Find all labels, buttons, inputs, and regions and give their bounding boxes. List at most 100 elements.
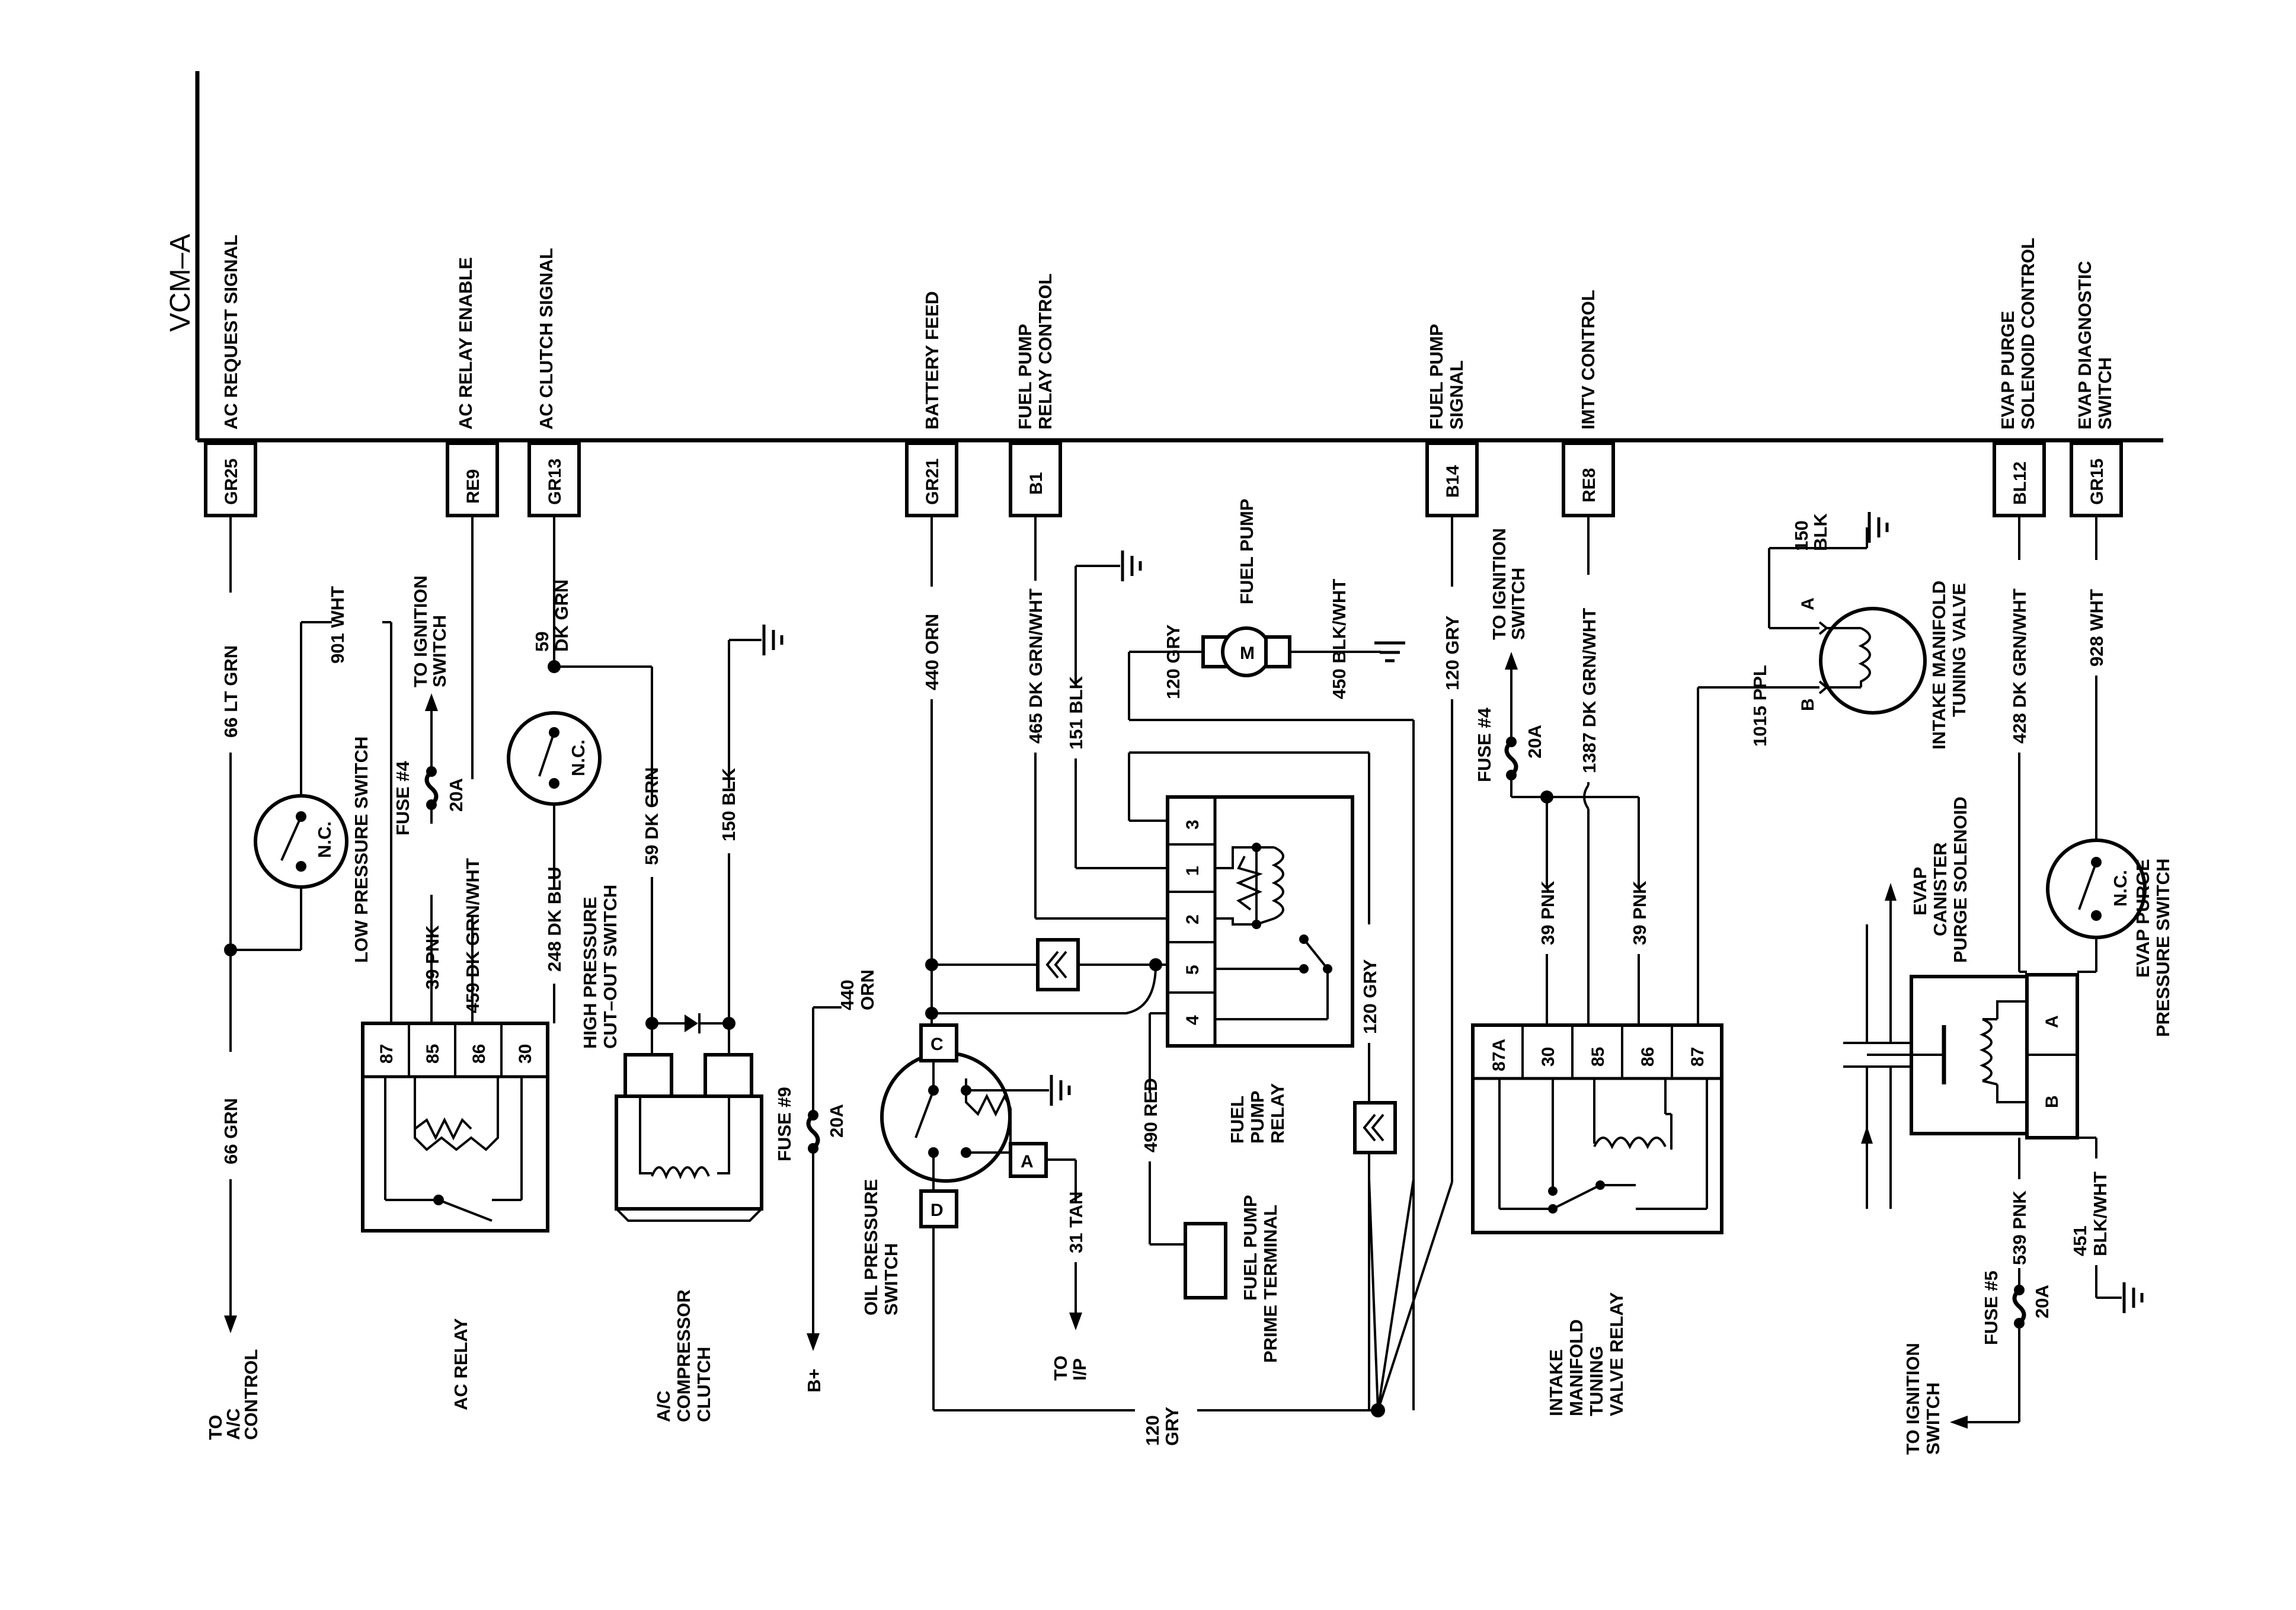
svg-text:87: 87 [1688,1047,1707,1067]
label-fuse4-a: FUSE #4 [392,760,413,836]
signal-fuel-pump-2: SIGNAL [1446,360,1467,430]
wire-31-tan: 31 TAN [1066,1191,1086,1253]
label-fuse4-c: FUSE #4 [1474,707,1495,782]
wire-1387-dk-grn-wht: 1387 DK GRN/WHT [1579,608,1600,773]
svg-text:GR15: GR15 [2087,459,2107,505]
wire-66-grn: 66 GRN [220,1098,241,1164]
label-ign-b-2: SWITCH [1508,568,1528,640]
ac-request-circuit: 66 LT GRN 66 GRN 901 WHT N.C. LOW PRESSU… [205,516,392,1441]
pin-gr21: GR21 BATTERY FEED [905,291,958,517]
label-evap-sol-2: CANISTER [1930,843,1950,936]
wire-59-dk-grn: 59 DK GRN [641,767,662,865]
label-clutch-2: COMPRESSOR [673,1289,694,1422]
wire-440-orn: 440 ORN [922,614,942,690]
label-imtv-valve-2: TUNING VALVE [1949,583,1969,717]
oil-pressure-switch: C D A 31 TAN TO I/P OIL PRESSURE SWITCH … [861,1023,1378,1446]
imtv-valve: 150 BLK A B INTAKE MANIFOLD TUNING VALVE [1768,512,1969,750]
label-fuse4-b: 20A [446,778,466,812]
pin-gr25: GR25 AC REQUEST SIGNAL [204,235,257,517]
fuel-pump-relay-circuit: 465 DK GRN/WHT 151 BLK 120 GRY 490 RED F… [1025,516,1380,1410]
svg-text:86: 86 [469,1044,489,1064]
svg-text:B: B [1798,698,1818,711]
wire-150-a: 150 [1791,520,1812,551]
svg-text:M: M [1240,644,1255,663]
signal-ac-relay-enable: AC RELAY ENABLE [455,257,476,430]
label-fuse9-b: 20A [826,1104,847,1138]
svg-text:BL12: BL12 [2010,462,2030,505]
wire-39-pnk-2: 39 PNK [1537,881,1558,945]
svg-text:3: 3 [1183,820,1203,830]
pin-re9: RE9 AC RELAY ENABLE [446,257,499,517]
battery-feed-circuit: 440 ORN [922,516,1168,1025]
signal-fuel-pump-relay-2: RELAY CONTROL [1035,273,1056,430]
label-ops-1: OIL PRESSURE [861,1179,881,1315]
wire-459-dk-grn-wht: 459 DK GRN/WHT [462,858,483,1013]
signal-evap-purge-1: EVAP PURGE [1997,311,2018,430]
svg-text:30: 30 [1539,1047,1558,1067]
svg-text:C: C [930,1035,944,1054]
wire-450-blk-wht: 450 BLK/WHT [1329,579,1350,699]
signal-battery-feed: BATTERY FEED [922,291,942,430]
svg-text:87A: 87A [1489,1039,1509,1071]
wire-490-red: 490 RED [1140,1078,1161,1153]
svg-text:RE9: RE9 [463,469,483,504]
wire-539-pnk: 539 PNK [2009,1190,2030,1265]
label-prime-2: PRIME TERMINAL [1260,1205,1281,1363]
pin-b1: B1 FUEL PUMP RELAY CONTROL [1009,273,1062,517]
wire-451-b: BLK/WHT [2090,1172,2110,1256]
fuse9-circuit: FUSE #9 20A B+ 440 ORN [774,969,878,1393]
wire-440-b: ORN [857,969,878,1010]
svg-text:A: A [1021,1152,1034,1172]
wire-dk-grn: DK GRN [551,580,572,652]
label-ign-c-2: SWITCH [1923,1382,1943,1455]
svg-text:GR25: GR25 [222,459,241,505]
label-imtv-relay-1: INTAKE [1546,1349,1566,1416]
svg-text:87: 87 [377,1044,396,1064]
svg-text:1: 1 [1183,866,1203,876]
label-to-ac-control-2: A/C [223,1409,244,1440]
svg-text:2: 2 [1183,914,1203,924]
label-fuse5-b: 20A [2032,1285,2052,1318]
svg-text:N.C.: N.C. [2110,870,2131,907]
label-evap-sw-2: PRESSURE SWITCH [2153,859,2173,1037]
label-imtv-relay-3: TUNING [1586,1346,1607,1416]
wire-440-a: 440 [837,980,858,1010]
svg-text:N.C.: N.C. [568,740,589,776]
svg-text:30: 30 [516,1044,535,1064]
wire-120-b: GRY [1162,1407,1182,1446]
label-fuse9-a: FUSE #9 [774,1087,795,1161]
high-pressure-switch: N.C. [507,711,602,806]
label-fpr-1: FUEL [1227,1096,1248,1144]
label-bplus: B+ [804,1369,824,1393]
label-ign-a-1: TO IGNITION [410,575,431,687]
label-clutch-1: A/C [653,1391,674,1422]
wire-66-lt-grn: 66 LT GRN [220,645,241,738]
wire-428-dk-grn-wht: 428 DK GRN/WHT [2009,588,2030,744]
label-ign-a-2: SWITCH [429,615,450,687]
imtv-circuit: 1387 DK GRN/WHT 39 PNK 39 PNK FUSE #4 20… [1474,516,1808,1025]
svg-text:B: B [2042,1095,2062,1108]
wire-59: 59 [532,632,552,652]
label-imtv-relay-4: VALVE RELAY [1606,1292,1627,1416]
svg-text:85: 85 [423,1044,443,1064]
label-evap-sol-3: PURGE SOLENOID [1950,796,1971,963]
evap-purge-circuit: 428 DK GRN/WHT 539 PNK FUSE #5 20A TO IG… [1902,516,2052,1455]
wire-151-blk: 151 BLK [1066,676,1086,750]
label-to-ac-control-1: TO [205,1415,226,1441]
label-prime-1: FUEL PUMP [1240,1195,1261,1301]
svg-text:85: 85 [1588,1047,1608,1067]
signal-imtv-control: IMTV CONTROL [1578,290,1598,430]
pin-gr13: GR13 AC CLUTCH SIGNAL [527,248,581,517]
ac-relay-circuit: 459 DK GRN/WHT 39 PNK FUSE #4 20A TO IGN… [392,516,483,1022]
label-hps-1: HIGH PRESSURE [580,897,600,1049]
svg-text:A: A [2042,1015,2062,1028]
ac-relay: 87 85 86 30 AC RELAY [361,1022,549,1410]
wire-248-dk-blu: 248 DK BLU [544,867,565,972]
label-ops-2: SWITCH [881,1243,901,1315]
label-fuse4-d: 20A [1524,725,1545,758]
svg-text:N.C.: N.C. [314,821,335,858]
label-ign-c-1: TO IGNITION [1902,1343,1923,1455]
signal-evap-purge-2: SOLENOID CONTROL [2017,238,2038,430]
label-fpr-2: PUMP [1247,1090,1268,1144]
